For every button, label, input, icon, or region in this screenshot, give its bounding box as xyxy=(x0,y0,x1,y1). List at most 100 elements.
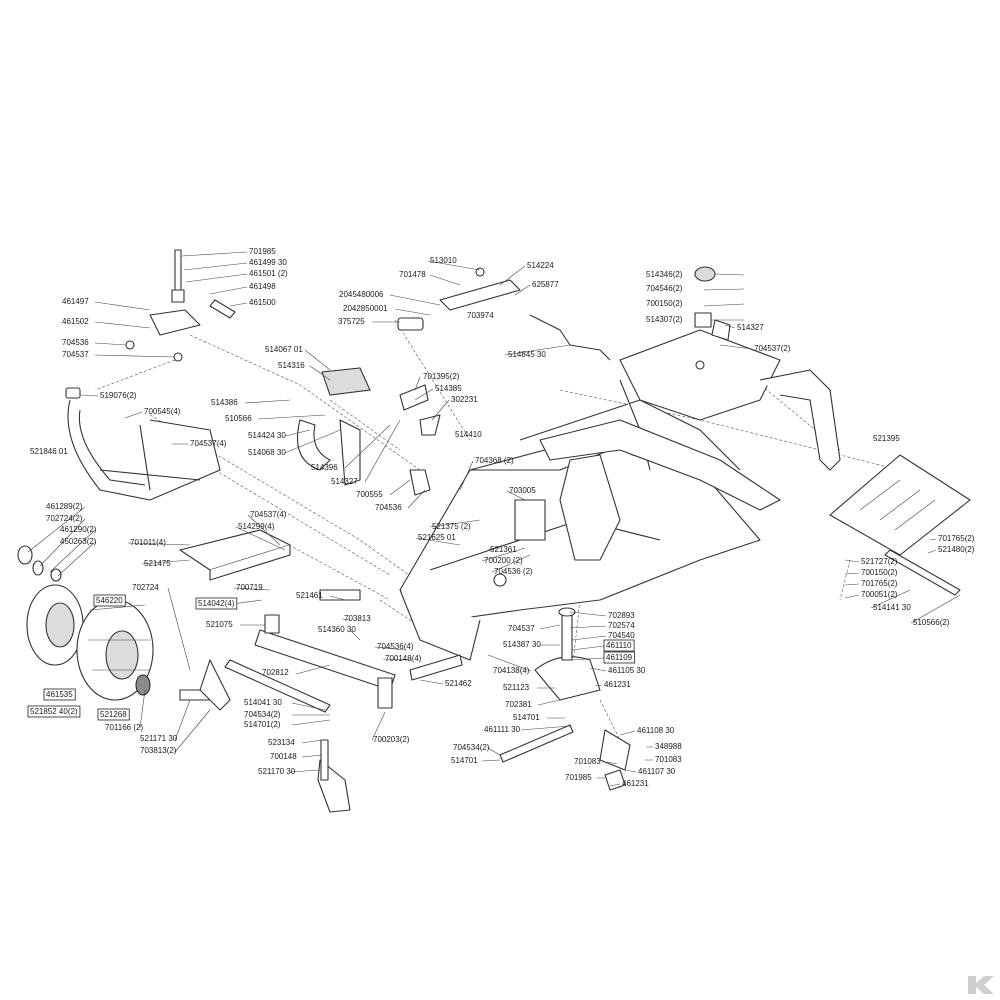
part-label: 701985 xyxy=(249,247,276,256)
part-label: 704138(4) xyxy=(493,666,530,675)
part-label: 461105 30 xyxy=(608,666,646,675)
part-label: 700555 xyxy=(356,490,383,499)
part-label: 521123 xyxy=(503,683,530,692)
part-label: 700545(4) xyxy=(144,407,181,416)
part-label: 461289(2) xyxy=(46,502,83,511)
upper-link-assembly xyxy=(125,249,236,362)
part-label: 704536 (2) xyxy=(494,567,533,576)
side-plate xyxy=(829,454,971,596)
part-label: 521170 30 xyxy=(258,767,296,776)
part-label: 704537 xyxy=(508,624,535,633)
part-label: 461110 xyxy=(606,641,632,650)
part-label: 514385 xyxy=(435,384,462,393)
part-label: 514307(2) xyxy=(646,315,683,324)
part-label: 703813 xyxy=(344,614,371,623)
fuel-cap-assembly xyxy=(694,266,731,341)
part-label: 701395(2) xyxy=(423,372,460,381)
part-label: 704537 xyxy=(62,350,89,359)
part-label: 514141 30 xyxy=(873,603,911,612)
front-wheels xyxy=(17,545,154,701)
part-label: 703005 xyxy=(509,486,536,495)
part-label: 461499 30 xyxy=(249,258,287,267)
leader-lines xyxy=(27,251,961,787)
part-label: 702893 xyxy=(608,611,635,620)
part-label: 701083 xyxy=(655,755,682,764)
part-label-box xyxy=(97,708,130,721)
part-label: 546220 xyxy=(96,596,123,605)
part-label: 701765(2) xyxy=(938,534,975,543)
part-label: 701985 xyxy=(565,773,592,782)
part-label: 523134 xyxy=(268,738,295,747)
part-label: 521480(2) xyxy=(938,545,975,554)
part-label: 302231 xyxy=(451,395,478,404)
part-label: 513010 xyxy=(430,256,457,265)
part-label: 461231 xyxy=(622,779,649,788)
part-label: 700719 xyxy=(236,583,263,592)
part-label: 704537(2) xyxy=(754,344,791,353)
part-label-box xyxy=(195,597,238,610)
part-label: 521268 xyxy=(100,710,127,719)
part-label: 521461 xyxy=(296,591,323,600)
part-label: 514845 30 xyxy=(508,350,546,359)
part-label-box xyxy=(27,705,81,718)
part-label: 521075 xyxy=(206,620,233,629)
part-label: 704540 xyxy=(608,631,635,640)
part-label: 701166 (2) xyxy=(105,723,143,732)
part-label: 700200 (2) xyxy=(484,556,523,565)
part-label: 521361 xyxy=(490,545,517,554)
part-label: 514316 xyxy=(278,361,305,370)
part-label: 521395 xyxy=(873,434,900,443)
part-label: 461535 xyxy=(46,690,73,699)
part-label: 704536 xyxy=(62,338,89,347)
part-label: 521625 01 xyxy=(418,533,456,542)
part-label: 704546(2) xyxy=(646,284,683,293)
part-label: 375725 xyxy=(338,317,365,326)
part-label: 2045480006 xyxy=(339,290,384,299)
part-label: 514067 01 xyxy=(265,345,303,354)
part-label-box xyxy=(603,639,635,652)
part-label: 514701(2) xyxy=(244,720,281,729)
part-label: 461497 xyxy=(62,297,89,306)
part-label: 704537(4) xyxy=(250,510,287,519)
part-label: 702724 xyxy=(132,583,159,592)
part-label: 2042850001 xyxy=(343,304,388,313)
part-label: 348988 xyxy=(655,742,682,751)
part-label: 521846 01 xyxy=(30,447,68,456)
front-bumper xyxy=(65,387,221,501)
part-label: 519076(2) xyxy=(100,391,137,400)
part-label: 700150(2) xyxy=(861,568,898,577)
part-label: 514041 30 xyxy=(244,698,282,707)
part-label: 625877 xyxy=(532,280,559,289)
part-label-box xyxy=(43,688,76,701)
part-label: 514224 xyxy=(527,261,554,270)
part-label: 461501 (2) xyxy=(249,269,288,278)
part-label: 514327 xyxy=(331,477,358,486)
part-label: 514410 xyxy=(455,430,482,439)
part-label: 461231 xyxy=(604,680,631,689)
part-label: 461290(2) xyxy=(60,525,97,534)
part-label: 514701 xyxy=(513,713,540,722)
part-label: 514701 xyxy=(451,756,478,765)
part-label: 461108 30 xyxy=(637,726,675,735)
part-label: 510566(2) xyxy=(913,618,950,627)
part-label: 514424 30 xyxy=(248,431,286,440)
part-label: 700148 xyxy=(270,752,297,761)
part-label: 514068 30 xyxy=(248,448,286,457)
battery-tray xyxy=(179,529,291,581)
part-label: 461500 xyxy=(249,298,276,307)
part-label: 450263(2) xyxy=(60,537,97,546)
part-label: 521171 30 xyxy=(140,734,178,743)
part-label: 461107 30 xyxy=(638,767,676,776)
part-label: 514346(2) xyxy=(646,270,683,279)
part-label: 521727(2) xyxy=(861,557,898,566)
part-label: 702381 xyxy=(505,700,532,709)
front-axle xyxy=(179,589,463,813)
part-label: 514042(4) xyxy=(198,599,235,608)
assembly-guide-lines xyxy=(94,319,901,790)
part-label: 700148(4) xyxy=(385,654,422,663)
part-label: 521375 (2) xyxy=(432,522,471,531)
part-label: 703974 xyxy=(467,311,494,320)
